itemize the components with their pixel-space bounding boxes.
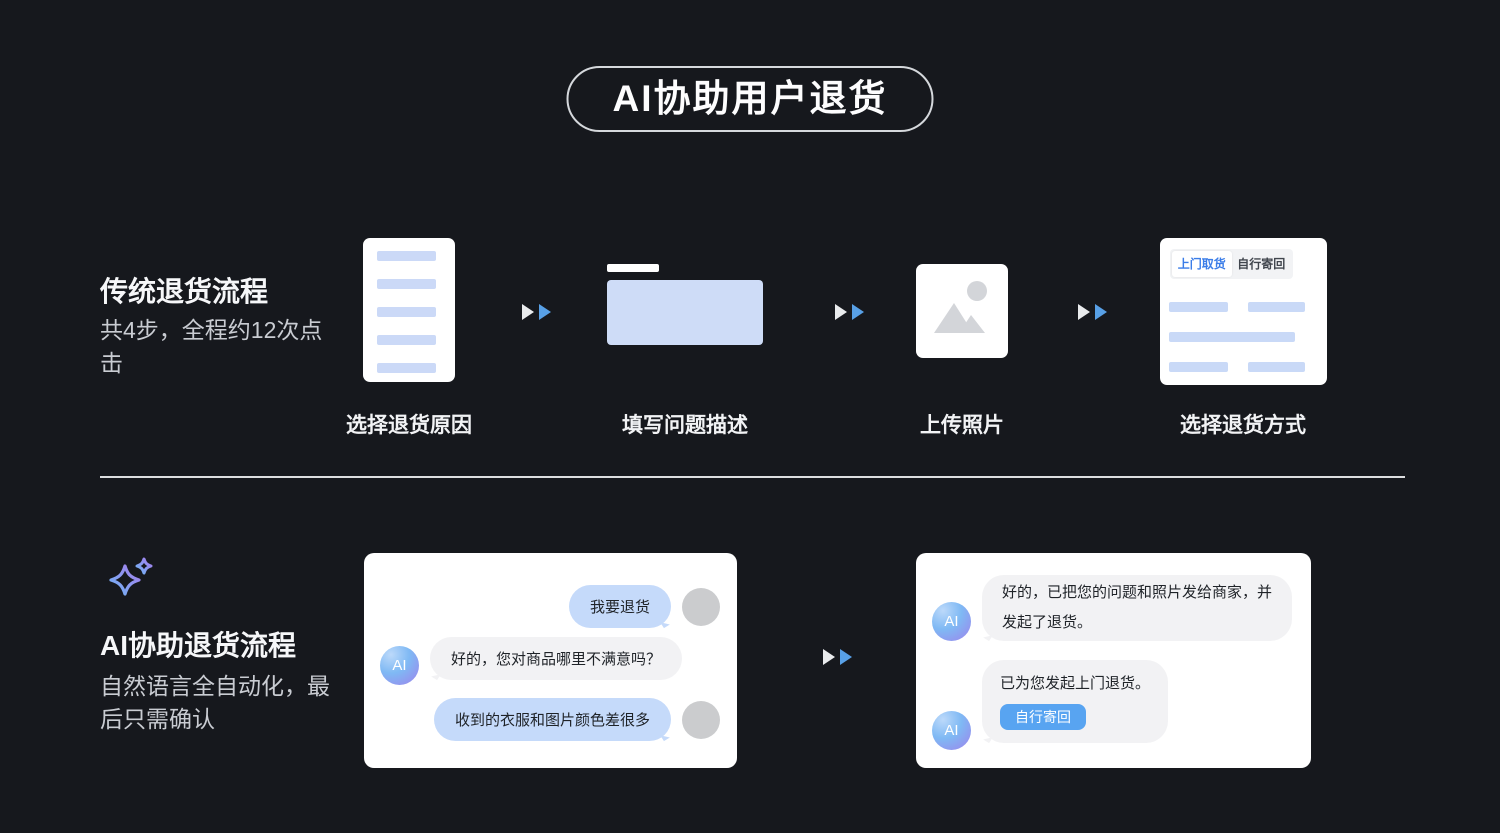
chat-message-ai: AI 已为您发起上门退货。 自行寄回 [932, 660, 1169, 750]
double-arrow-icon [1078, 304, 1107, 320]
ai-bubble: 已为您发起上门退货。 自行寄回 [982, 660, 1169, 743]
user-bubble: 收到的衣服和图片颜色差很多 [433, 698, 671, 741]
step-card-description-textarea [607, 280, 763, 345]
ai-bubble: 好的，您对商品哪里不满意吗？ [430, 637, 683, 680]
return-method-tabs: 上门取货 自行寄回 [1170, 249, 1293, 279]
step-card-upload-photo [916, 264, 1008, 358]
chat-message-ai: AI 好的，已把您的问题和照片发给商家，并 发起了退货。 [932, 575, 1293, 641]
placeholder-line [1248, 362, 1305, 372]
ai-bubble: 好的，已把您的问题和照片发给商家，并 发起了退货。 [982, 575, 1293, 641]
arrow-triangle-icon [1078, 304, 1090, 320]
chat-card-result: AI 好的，已把您的问题和照片发给商家，并 发起了退货。 AI 已为您发起上门退… [916, 553, 1311, 768]
placeholder-line [377, 307, 436, 317]
chat-message-user: 收到的衣服和图片颜色差很多 [433, 698, 720, 741]
user-avatar [682, 587, 720, 626]
ai-sparkle-icon [109, 557, 153, 596]
user-avatar [682, 700, 720, 739]
placeholder-line [1169, 362, 1228, 372]
step-label-return-method: 选择退货方式 [1180, 414, 1306, 437]
placeholder-line [1169, 302, 1228, 312]
chat-card-request: 我要退货 AI 好的，您对商品哪里不满意吗？ 收到的衣服和图片颜色差很多 [364, 553, 737, 768]
step-label-select-reason: 选择退货原因 [346, 414, 472, 437]
ai-avatar: AI [932, 711, 971, 750]
double-arrow-icon [522, 304, 551, 320]
ai-bubble-text: 已为您发起上门退货。 [1000, 675, 1151, 692]
ai-flow-subheading: 自然语言全自动化，最后只需确认 [100, 673, 330, 733]
chat-message-user: 我要退货 [568, 585, 720, 628]
tab-pickup[interactable]: 上门取货 [1172, 251, 1232, 277]
arrow-triangle-icon [840, 649, 852, 665]
ai-avatar: AI [380, 646, 419, 685]
double-arrow-icon [835, 304, 864, 320]
tab-self-return[interactable]: 自行寄回 [1237, 257, 1286, 271]
page-title: AI协助用户退货 [566, 66, 934, 132]
arrow-triangle-icon [852, 304, 864, 320]
step-card-return-method: 上门取货 自行寄回 [1160, 238, 1327, 385]
step-card-select-reason [363, 238, 455, 382]
step-label-upload-photo: 上传照片 [920, 414, 1004, 437]
arrow-triangle-icon [835, 304, 847, 320]
chat-message-ai: AI 好的，您对商品哪里不满意吗？ [380, 637, 683, 685]
placeholder-line [1169, 332, 1295, 342]
user-bubble: 我要退货 [568, 585, 671, 628]
arrow-triangle-icon [522, 304, 534, 320]
traditional-flow-heading: 传统退货流程 [100, 276, 269, 307]
section-divider [100, 476, 1405, 478]
traditional-flow-subheading: 共4步，全程约12次点击 [100, 317, 323, 377]
placeholder-line [1248, 302, 1305, 312]
placeholder-line [377, 363, 436, 373]
self-return-button[interactable]: 自行寄回 [1000, 704, 1086, 730]
placeholder-line [377, 279, 436, 289]
arrow-triangle-icon [823, 649, 835, 665]
placeholder-line [377, 335, 436, 345]
step-label-description: 填写问题描述 [622, 414, 748, 437]
arrow-triangle-icon [1095, 304, 1107, 320]
ai-avatar: AI [932, 602, 971, 641]
ai-flow-heading: AI协助退货流程 [100, 630, 297, 661]
placeholder-title-line [607, 264, 659, 272]
placeholder-line [377, 251, 436, 261]
image-placeholder-icon [934, 281, 987, 333]
arrow-triangle-icon [539, 304, 551, 320]
double-arrow-icon [823, 649, 852, 665]
